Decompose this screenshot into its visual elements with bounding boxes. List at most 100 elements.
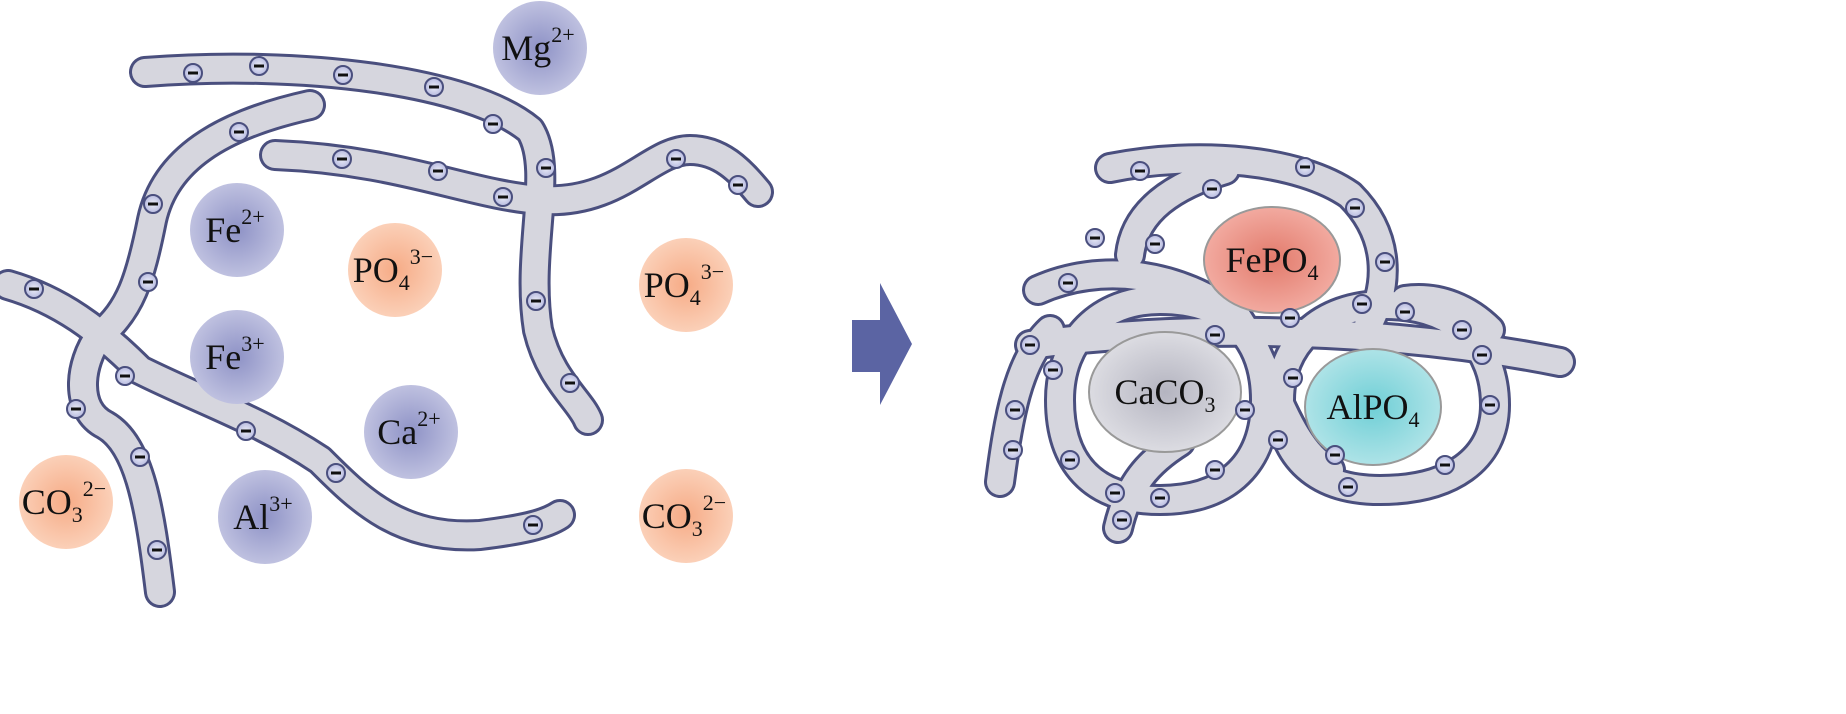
dissolved-ions: Mg2+ Fe2+ PO43− PO43− Fe3+ Ca2+ Al3+ CO32− CO32−: [19, 1, 733, 564]
ion-circle: [364, 385, 458, 479]
ion-label: Mg2+: [501, 22, 574, 68]
precipitate-alpo4: AlPO4: [1304, 348, 1442, 466]
reaction-arrow-icon: [852, 283, 912, 405]
ion-cation: Mg2+: [493, 1, 587, 95]
negative-charge-icon: [1205, 460, 1225, 480]
ion-anion: PO43−: [639, 238, 733, 332]
negative-charge-icon: [1480, 395, 1500, 415]
negative-charge-icon: [229, 122, 249, 142]
negative-charge-icon: [138, 272, 158, 292]
negative-charge-icon: [1202, 179, 1222, 199]
negative-charge-icon: [1452, 320, 1472, 340]
svg-text:CaCO3: CaCO3: [1115, 372, 1216, 417]
ion-circle: [493, 1, 587, 95]
ion-circle: [19, 455, 113, 549]
negative-charge-icon: [728, 175, 748, 195]
negative-charge-icon: [333, 65, 353, 85]
negative-charge-icon: [526, 291, 546, 311]
ion-circle: [639, 238, 733, 332]
negative-charge-icon: [24, 279, 44, 299]
negative-charge-icon: [66, 399, 86, 419]
negative-charge-icon: [326, 463, 346, 483]
negative-charge-icon: [249, 56, 269, 76]
negative-charge-icon: [1150, 488, 1170, 508]
negative-charge-icon: [1338, 477, 1358, 497]
negative-charge-icon: [1280, 308, 1300, 328]
negative-charge-icon: [1060, 450, 1080, 470]
negative-charge-icon: [1058, 273, 1078, 293]
negative-charge-icon: [1235, 400, 1255, 420]
negative-charges: [24, 56, 1500, 560]
negative-charge-icon: [1352, 294, 1372, 314]
negative-charge-icon: [1395, 302, 1415, 322]
ion-circle: [348, 223, 442, 317]
ion-label: Fe2+: [205, 204, 264, 250]
negative-charge-icon: [1345, 198, 1365, 218]
negative-charge-icon: [523, 515, 543, 535]
precipitate-label: FePO: [1225, 240, 1307, 280]
ion-anion: PO43−: [348, 223, 442, 317]
negative-charge-icon: [1205, 325, 1225, 345]
ion-label: PO43−: [644, 259, 724, 310]
ion-label: Ca2+: [377, 406, 440, 452]
negative-charge-icon: [1043, 360, 1063, 380]
negative-charge-icon: [1268, 430, 1288, 450]
negative-charge-icon: [236, 421, 256, 441]
fiber: [1097, 146, 1396, 338]
negative-charge-icon: [666, 149, 686, 169]
ion-label: Fe3+: [205, 331, 264, 377]
negative-charge-icon: [1325, 445, 1345, 465]
negative-charge-icon: [1435, 455, 1455, 475]
negative-charge-icon: [428, 161, 448, 181]
negative-charge-icon: [1145, 234, 1165, 254]
ion-circle: [190, 310, 284, 404]
negative-charge-icon: [483, 114, 503, 134]
ion-anion: CO32−: [639, 469, 733, 563]
precipitate-label: AlPO: [1326, 387, 1408, 427]
fiber: [132, 55, 601, 433]
negative-charge-icon: [1283, 368, 1303, 388]
negative-charge-icon: [147, 540, 167, 560]
negative-charge-icon: [560, 373, 580, 393]
ion-circle: [218, 470, 312, 564]
ion-label: Al3+: [233, 491, 292, 537]
negative-charge-icon: [1375, 252, 1395, 272]
fiber: [262, 137, 771, 214]
negative-charge-icon: [1020, 335, 1040, 355]
svg-text:FePO4: FePO4: [1225, 240, 1318, 285]
fiber: [1117, 157, 1238, 268]
negative-charge-icon: [1295, 157, 1315, 177]
negative-charge-icon: [493, 187, 513, 207]
ion-cation: Fe2+: [190, 183, 284, 277]
ion-circle: [639, 469, 733, 563]
fiber: [0, 272, 573, 549]
ion-circle: [190, 183, 284, 277]
ion-label: CO32−: [22, 476, 106, 527]
ion-cation: Fe3+: [190, 310, 284, 404]
negative-charge-icon: [1105, 483, 1125, 503]
precipitate-fepo4: FePO4: [1203, 206, 1341, 314]
svg-text:AlPO4: AlPO4: [1326, 387, 1419, 432]
fiber: [1392, 286, 1503, 343]
negative-charge-icon: [1130, 161, 1150, 181]
negative-charge-icon: [1003, 440, 1023, 460]
negative-charge-icon: [1005, 400, 1025, 420]
negative-charge-icon: [130, 447, 150, 467]
fiber: [987, 317, 1063, 495]
ion-cation: Al3+: [218, 470, 312, 564]
negative-charge-icon: [536, 158, 556, 178]
ion-cation: Ca2+: [364, 385, 458, 479]
negative-charge-icon: [1085, 228, 1105, 248]
ion-label: CO32−: [642, 490, 726, 541]
precipitate-caco3: CaCO3: [1088, 331, 1242, 453]
negative-charge-icon: [143, 194, 163, 214]
ion-label: PO43−: [353, 244, 433, 295]
negative-charge-icon: [1112, 510, 1132, 530]
negative-charge-icon: [115, 366, 135, 386]
precipitate-label: CaCO: [1115, 372, 1205, 412]
negative-charge-icon: [1472, 345, 1492, 365]
negative-charge-icon: [183, 63, 203, 83]
negative-charge-icon: [332, 149, 352, 169]
ion-anion: CO32−: [19, 455, 113, 549]
